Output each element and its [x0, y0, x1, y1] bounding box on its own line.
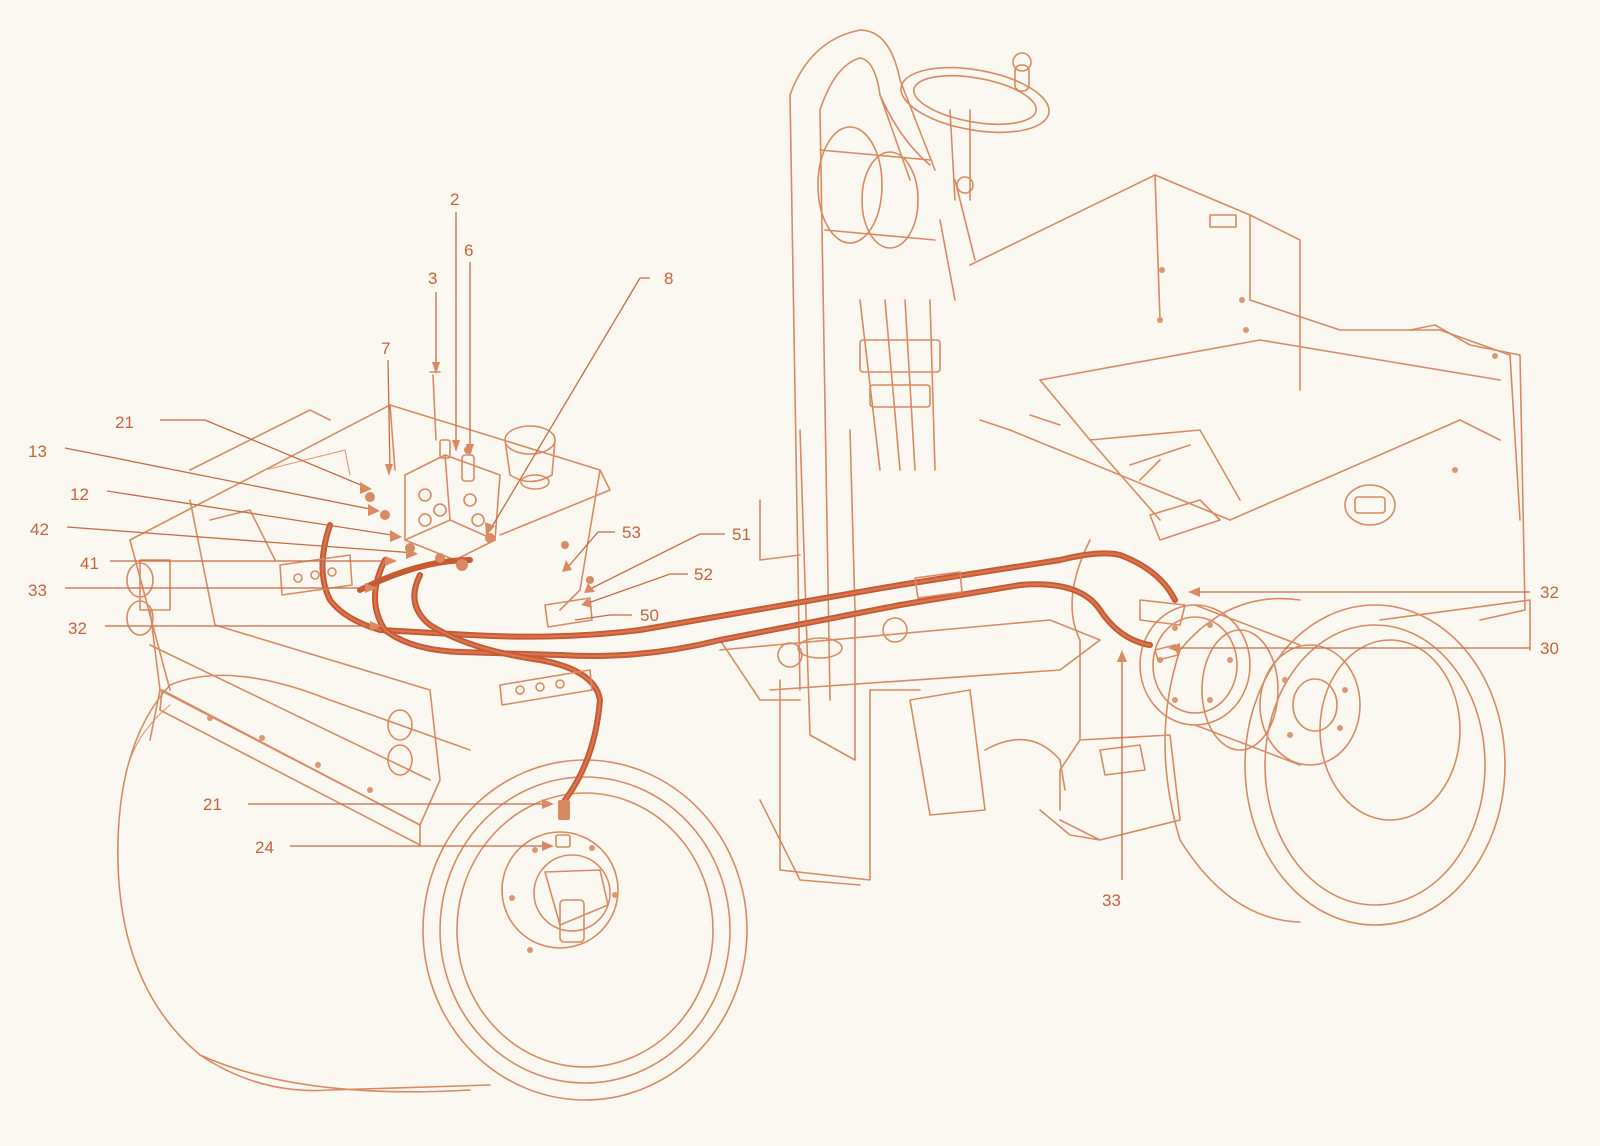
- callout-3: 3: [428, 269, 437, 288]
- steering-wheel: [900, 52, 1050, 201]
- front-frame: [126, 499, 441, 846]
- callout-33-bottom: 33: [1102, 891, 1121, 910]
- callout-7: 7: [381, 339, 390, 358]
- callout-2: 2: [450, 190, 459, 209]
- callout-52: 52: [694, 565, 713, 584]
- leader-lines: [64, 212, 1530, 880]
- callout-41: 41: [80, 554, 99, 573]
- front-upper-housing: [129, 404, 611, 691]
- callout-21-bottom: 21: [203, 795, 222, 814]
- callout-50: 50: [640, 606, 659, 625]
- callout-labels: 2 3 6 7 8 21 13 12 42 41 33 32 53 51 52 …: [28, 190, 1559, 910]
- control-lever-bundle: [859, 176, 976, 471]
- hose-clamps: [279, 554, 1186, 706]
- callout-32-right: 32: [1540, 583, 1559, 602]
- callout-8: 8: [664, 269, 673, 288]
- control-valve-block: [404, 371, 501, 561]
- hydraulic-hoses: [319, 522, 1178, 848]
- drum-drive-hub: [501, 831, 619, 953]
- callout-12: 12: [70, 485, 89, 504]
- callout-33-left: 33: [28, 581, 47, 600]
- hose-drum-motor: [411, 572, 603, 803]
- wheel-drive-motor: [1139, 604, 1361, 766]
- callout-42: 42: [30, 520, 49, 539]
- rear-wheel: [1164, 597, 1506, 926]
- oil-reservoir: [504, 425, 556, 490]
- center-frame: [719, 429, 1101, 886]
- callout-32-left: 32: [68, 619, 87, 638]
- callout-24: 24: [255, 838, 274, 857]
- leader-arrowheads: [360, 362, 1200, 851]
- callout-21-top: 21: [115, 413, 134, 432]
- callout-6: 6: [464, 241, 473, 260]
- callout-13: 13: [28, 442, 47, 461]
- steering-column: [789, 29, 936, 701]
- callout-53: 53: [622, 523, 641, 542]
- rear-chassis: [969, 174, 1531, 651]
- callout-51: 51: [732, 525, 751, 544]
- front-drum: [117, 674, 748, 1101]
- valve-fittings: [365, 446, 594, 584]
- callout-30: 30: [1540, 639, 1559, 658]
